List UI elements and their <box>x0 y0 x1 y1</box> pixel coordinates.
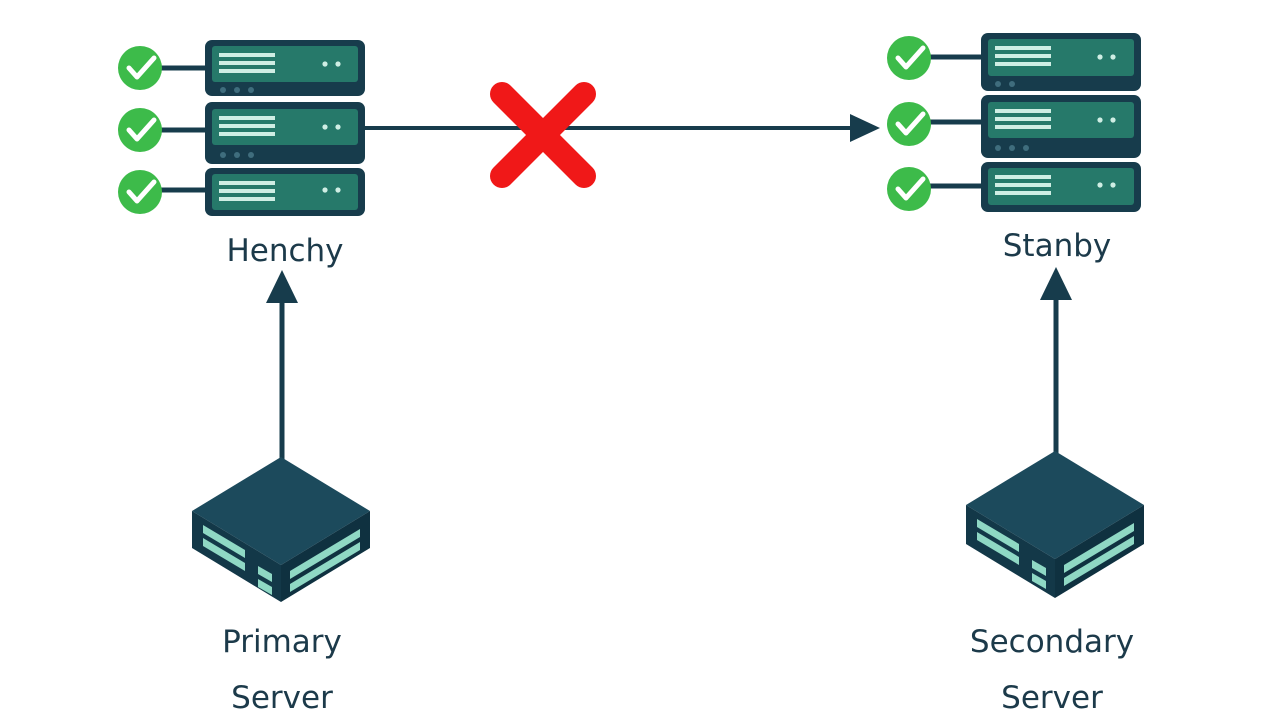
henchy-label: Henchy <box>226 233 344 269</box>
checkmark-icon <box>887 167 931 211</box>
replication-arrow <box>365 114 880 142</box>
right-rack <box>887 33 1141 212</box>
secondary-server-label-line1: Secondary <box>969 624 1135 660</box>
stanby-label: Stanby <box>1002 228 1112 264</box>
primary-server-box-icon <box>192 457 370 602</box>
right-rack-unit-2 <box>981 95 1141 158</box>
checkmark-icon <box>118 170 162 214</box>
primary-server-label-line1: Primary <box>222 624 342 660</box>
left-rack-unit-1 <box>205 40 365 96</box>
secondary-server-label: Secondary Server <box>940 614 1164 726</box>
left-rack-unit-2 <box>205 102 365 164</box>
primary-server-label: Primary Server <box>170 614 394 726</box>
checkmark-icon <box>118 46 162 90</box>
secondary-up-arrow <box>1040 267 1072 458</box>
checkmark-icon <box>887 36 931 80</box>
secondary-server-box-icon <box>966 451 1144 598</box>
checkmark-icon <box>118 108 162 152</box>
secondary-server-label-line2: Server <box>1001 680 1103 716</box>
primary-up-arrow <box>266 270 298 470</box>
right-rack-unit-1 <box>981 33 1141 91</box>
left-rack <box>118 40 365 216</box>
primary-server-label-line2: Server <box>231 680 333 716</box>
checkmark-icon <box>887 102 931 146</box>
right-rack-unit-3 <box>981 162 1141 212</box>
failure-x-icon <box>490 82 596 188</box>
left-rack-unit-3 <box>205 168 365 216</box>
